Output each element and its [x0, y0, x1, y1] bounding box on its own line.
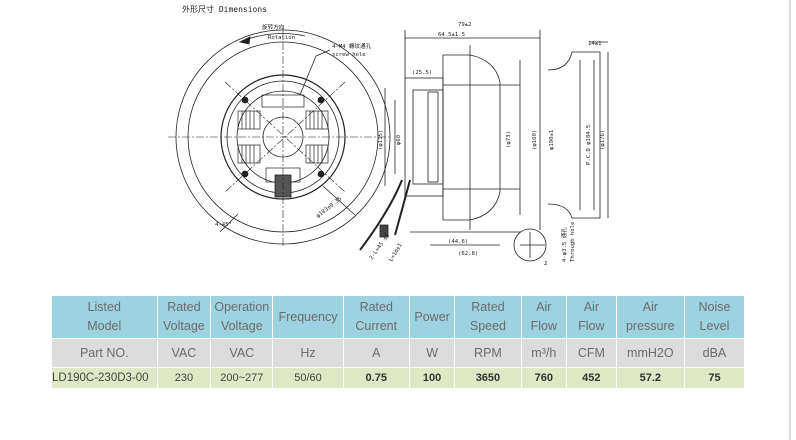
dim-bottom: 2 [544, 261, 547, 267]
dim-73: (φ73) [506, 131, 512, 148]
dim-top-width: 79±2 [458, 22, 471, 28]
unit-cell: Hz [272, 338, 344, 368]
dim-pcd-bottom: φ183±0.35 [316, 196, 344, 219]
unit-cell: mmH2O [615, 338, 685, 368]
dim-60: φ60 [396, 135, 402, 145]
rotation-label-en: Rotation [268, 35, 295, 41]
dim-length: (44.6) [448, 239, 468, 245]
header-cell: Power [408, 295, 456, 339]
screw-hole-label-en: screw hole [332, 52, 366, 58]
data-cell: 0.75 [342, 367, 410, 389]
dim-flange: 14±1 [588, 41, 601, 47]
data-cell: 452 [566, 367, 617, 389]
unit-cell: A [342, 338, 410, 368]
rotation-label-cn: 旋转方向 [262, 23, 285, 31]
screw-hole-label: 4-M4 螺纹通孔 [332, 42, 372, 50]
unit-cell: VAC [156, 338, 212, 368]
dim-total: (62.8) [458, 251, 478, 257]
data-cell: 230 [156, 367, 212, 389]
dim-160: (φ160) [532, 130, 538, 150]
data-cell: 100 [408, 367, 456, 389]
dimension-drawing: 旋转方向 Rotation 4-M4 螺纹通孔 screw hole 79±2 … [168, 22, 609, 267]
dim-115: (φ115) [378, 130, 384, 150]
dim-shaft: (25.5) [412, 70, 432, 76]
through-hole-label: 4-φ3.5 通孔 [560, 227, 568, 262]
through-hole-label-en: Through hole [570, 221, 576, 262]
page-edge-rule [789, 0, 791, 440]
dim-body: 64.5±1.5 [438, 32, 465, 38]
unit-cell: RPM [454, 338, 522, 368]
data-cell: 75 [683, 367, 746, 389]
unit-cell: CFM [566, 338, 617, 368]
data-cell: 50/60 [272, 367, 344, 389]
header-cell: Frequency [272, 295, 344, 339]
unit-cell: W [408, 338, 456, 368]
unit-row: Part NO. VAC VAC Hz A W RPM m³/h CFM mmH… [51, 338, 746, 368]
unit-cell: dBA [683, 338, 746, 368]
dimensions-caption: 外形尺寸 Dimensions [182, 5, 267, 14]
unit-cell: Part NO. [51, 338, 158, 368]
dim-lead: L=1m±1 [389, 242, 404, 263]
dim-angle: 4-45° [215, 222, 232, 228]
dim-pcd: P.C.D φ184.5 [586, 125, 592, 165]
unit-cell: m³/h [520, 338, 568, 368]
data-cell: 57.2 [615, 367, 685, 389]
data-cell: 200~277 [210, 367, 274, 389]
unit-cell: VAC [210, 338, 274, 368]
dim-190: φ190±1 [549, 130, 555, 150]
dim-176: (φ176) [600, 130, 606, 150]
table-row: LD190C-230D3-00 230 200~277 50/60 0.75 1… [51, 367, 746, 389]
part-number: LD190C-230D3-00 [51, 367, 158, 389]
data-cell: 3650 [454, 367, 522, 389]
data-cell: 760 [520, 367, 568, 389]
